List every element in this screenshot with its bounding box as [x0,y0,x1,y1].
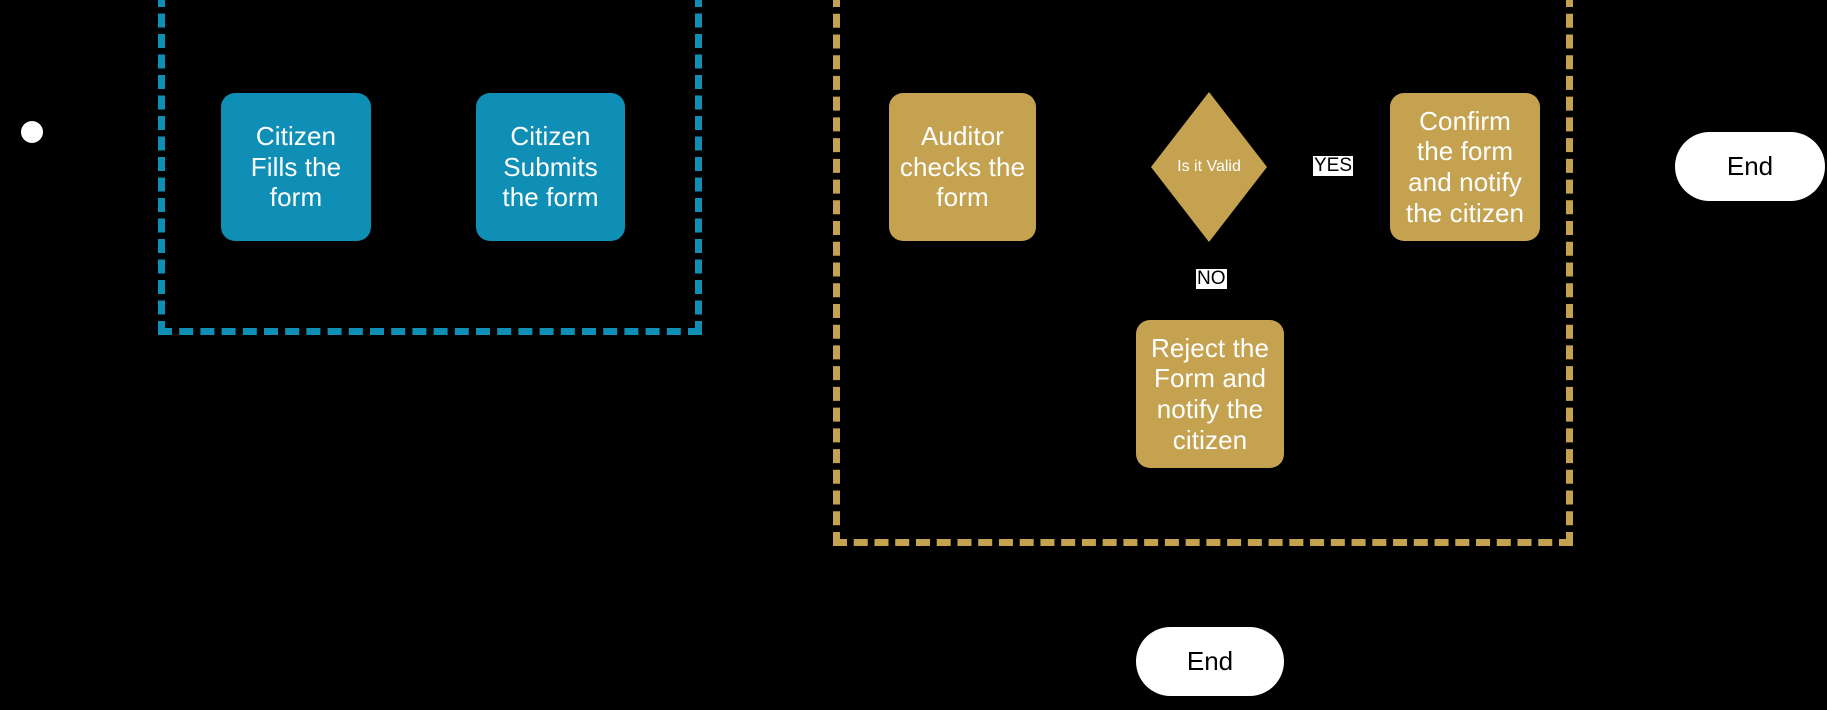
node-end-right[interactable]: End [1675,132,1825,201]
node-auditor-checks-the-form[interactable]: Auditor checks the form [889,93,1036,241]
node-citizen-submits-the-form[interactable]: Citizen Submits the form [476,93,625,241]
auditor-lane-container[interactable] [833,0,1573,546]
diamond-label: Is it Valid [1177,158,1241,175]
node-confirm-form-notify-citizen[interactable]: Confirm the form and notify the citizen [1390,93,1540,241]
start-node-dot[interactable] [21,121,43,143]
citizen-lane-container[interactable] [158,0,702,335]
edge-label-no: NO [1196,268,1227,289]
node-citizen-fills-the-form[interactable]: Citizen Fills the form [221,93,371,241]
node-reject-form-notify-citizen[interactable]: Reject the Form and notify the citizen [1136,320,1284,468]
node-is-it-valid-decision[interactable]: Is it Valid [1151,92,1267,242]
node-end-bottom[interactable]: End [1136,627,1284,696]
edge-label-yes: YES [1313,155,1354,176]
